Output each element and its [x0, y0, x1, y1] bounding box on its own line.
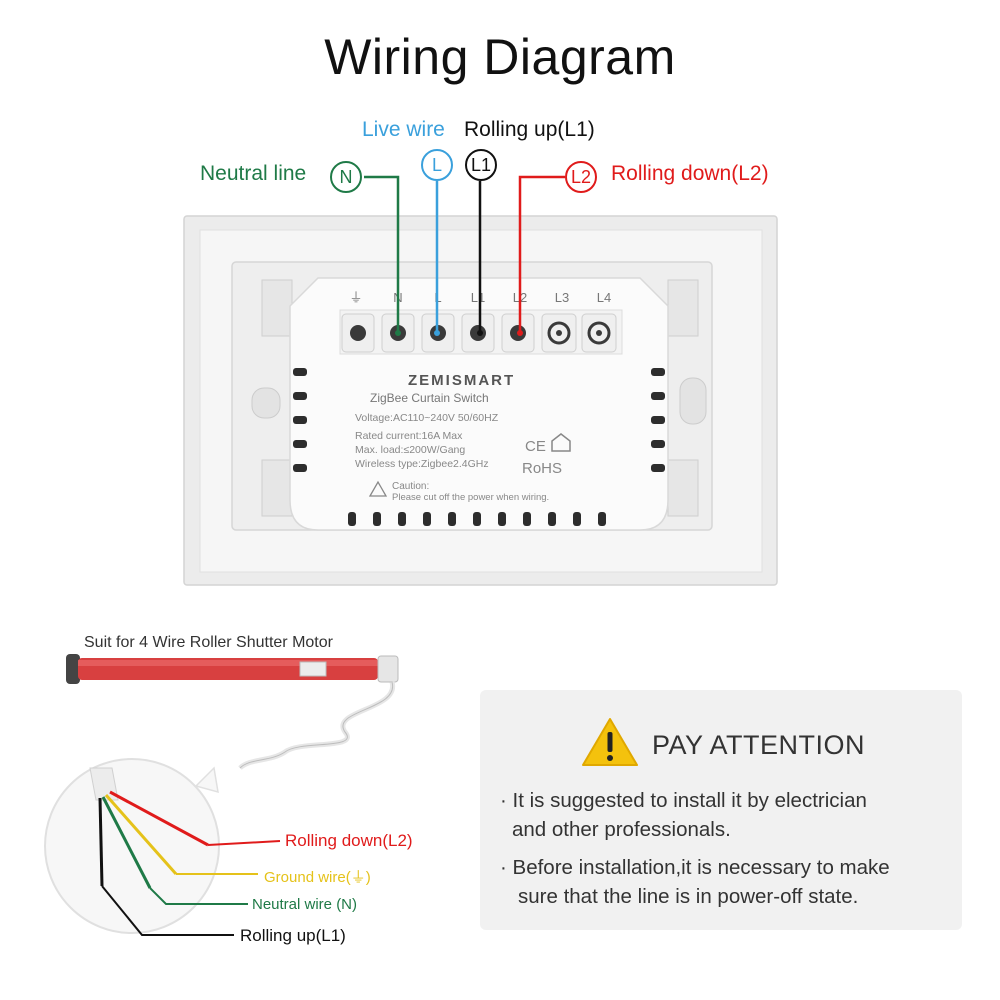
- motor-wire-rolling-up: Rolling up(L1): [240, 926, 346, 945]
- device-brand: ZEMISMART: [408, 372, 515, 389]
- wire-closeup-circle: [44, 758, 220, 934]
- l1-symbol: L1: [465, 149, 497, 181]
- motor-wire-neutral: Neutral wire (N): [252, 896, 358, 913]
- motor-wire-ground: Ground wire(⏚): [264, 869, 371, 886]
- motor-cable: [238, 681, 395, 770]
- device-model: ZigBee Curtain Switch: [370, 391, 489, 405]
- switch-illustration: ⏚ N L L1 L2 L3 L4 ZEMISMART ZigBee Curta…: [183, 175, 778, 586]
- neutral-wire-line: [364, 175, 400, 333]
- caution-title: Caution:: [392, 481, 429, 492]
- motor-caption: Suit for 4 Wire Roller Shutter Motor: [84, 634, 333, 651]
- motor-wire-rolling-down: Rolling down(L2): [285, 831, 413, 850]
- device-voltage: Voltage:AC110~240V 50/60HZ: [355, 412, 499, 424]
- terminal-label-ground: ⏚: [349, 290, 362, 305]
- wire-green: [101, 796, 152, 889]
- rohs-mark: RoHS: [522, 460, 562, 477]
- attention-item-2-line-1: · Before installation,it is necessary to…: [500, 856, 890, 879]
- motor-end-cap-left: [66, 654, 80, 684]
- caution-icon: [368, 480, 388, 497]
- wire-red: [109, 790, 209, 847]
- rolling-up-label: Rolling up(L1): [464, 118, 595, 141]
- live-wire-label: Live wire: [362, 118, 445, 141]
- terminal-label-l3: L3: [555, 290, 569, 305]
- attention-item-2-line-2: sure that the line is in power-off state…: [518, 885, 859, 908]
- home-icon: [551, 433, 571, 452]
- l2-symbol: L2: [565, 161, 597, 193]
- mount-slot-left: [251, 387, 281, 419]
- device-current: Rated current:16A Max: [355, 430, 463, 442]
- device-wireless: Wireless type:Zigbee2.4GHz: [355, 458, 489, 470]
- page-title: Wiring Diagram: [324, 29, 676, 85]
- mount-slot-right: [679, 377, 707, 425]
- wire-yellow: [104, 794, 178, 875]
- attention-title: PAY ATTENTION: [652, 730, 866, 760]
- motor-illustration: [44, 654, 399, 936]
- motor-head: [377, 655, 399, 683]
- attention-panel: [480, 690, 962, 930]
- terminal-label-l4: L4: [597, 290, 611, 305]
- ce-mark: CE: [525, 438, 546, 455]
- caution-text: Please cut off the power when wiring.: [392, 492, 549, 503]
- l2-wire-line: [518, 175, 565, 333]
- wire-black: [98, 797, 104, 887]
- neutral-line-label: Neutral line: [200, 162, 307, 185]
- attention-item-1-line-2: and other professionals.: [512, 818, 731, 841]
- live-symbol: L: [421, 149, 453, 181]
- warning-icon: [582, 718, 638, 766]
- device-max-load: Max. load:≤200W/Gang: [355, 444, 465, 456]
- neutral-symbol: N: [330, 161, 362, 193]
- terminal-label-l1: L1: [471, 290, 485, 305]
- terminal-screws: [341, 313, 617, 353]
- attention-item-1-line-1: · It is suggested to install it by elect…: [500, 789, 867, 812]
- rolling-down-label: Rolling down(L2): [611, 162, 769, 185]
